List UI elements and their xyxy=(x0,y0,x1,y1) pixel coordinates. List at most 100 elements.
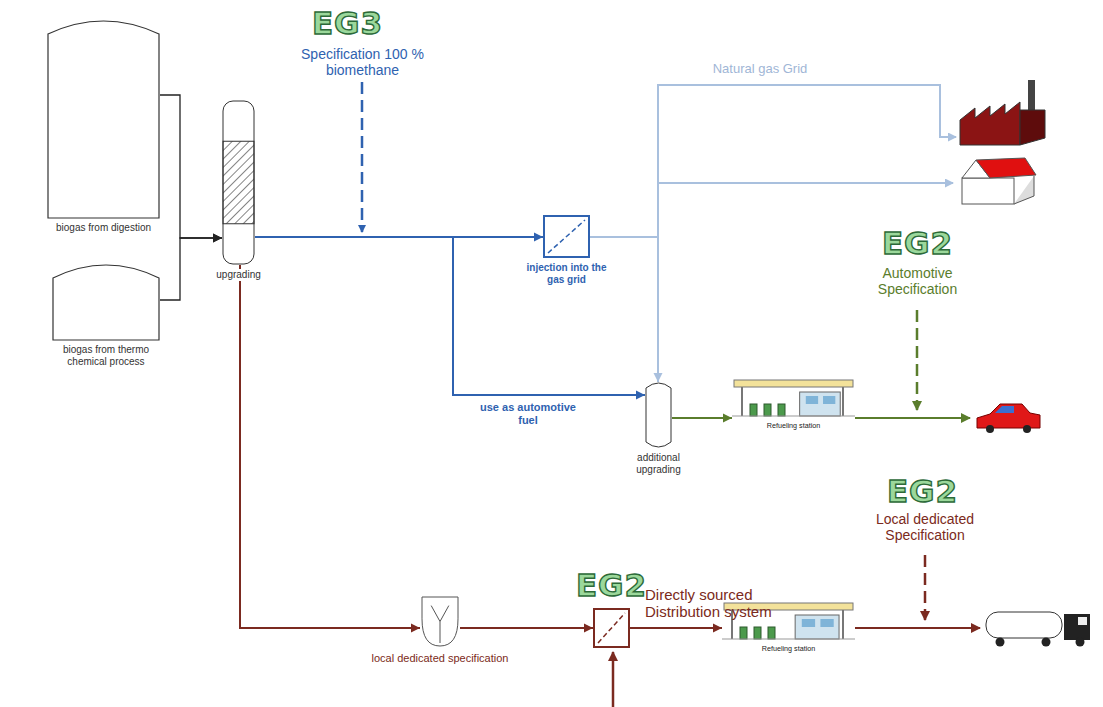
grid-line xyxy=(658,182,953,184)
house-icon xyxy=(962,158,1036,204)
tank-outline xyxy=(48,21,159,218)
house-wall xyxy=(962,178,1014,204)
fuel-pump xyxy=(754,627,761,639)
supply-note: Directly sourced Distribution system xyxy=(645,586,810,621)
node-label: injection into the gas grid xyxy=(522,262,612,285)
spec-arrow xyxy=(924,555,927,620)
injection-box-shape xyxy=(543,215,590,258)
station-shop xyxy=(800,392,841,416)
factory-icon xyxy=(960,80,1045,145)
factory-body xyxy=(960,102,1020,145)
membrane-line xyxy=(548,220,585,253)
node-label: Refueling station xyxy=(732,422,855,430)
distribution-box xyxy=(594,609,629,647)
grid-line xyxy=(658,85,956,238)
flow-connector xyxy=(460,624,593,633)
arrow-head xyxy=(213,234,222,243)
group-tag: EG3 xyxy=(300,6,395,42)
truck-window xyxy=(1078,617,1087,625)
station-post xyxy=(842,387,844,416)
fuel-line xyxy=(855,627,980,629)
flow-connector xyxy=(160,95,222,243)
house-side xyxy=(1014,176,1034,204)
fuel-pump xyxy=(768,627,775,639)
car-icon xyxy=(977,404,1040,433)
connector-line xyxy=(160,238,222,300)
node-label: biogas from thermo chemical process xyxy=(44,344,169,367)
arrow-head xyxy=(636,391,645,400)
refueling-station: Refueling station xyxy=(732,380,855,430)
arrow-head xyxy=(723,414,732,423)
truck-wheel xyxy=(1076,638,1085,647)
arrow-head xyxy=(213,234,222,243)
car-window xyxy=(995,406,1014,413)
truck-tank xyxy=(986,612,1062,638)
column-outline xyxy=(223,101,254,264)
arrow-head xyxy=(713,624,722,633)
membrane-line xyxy=(598,613,625,643)
distribution-box-shape xyxy=(593,608,630,648)
shop-window xyxy=(823,396,835,404)
digester-tank: biogas from digestion xyxy=(47,18,160,218)
supply-arrow xyxy=(612,652,615,707)
connector-line xyxy=(590,237,658,382)
edge-label: use as automotive fuel xyxy=(478,401,578,426)
house-roof xyxy=(976,158,1036,178)
station-ground xyxy=(722,639,855,640)
flow-connector xyxy=(672,414,732,423)
spec-note: Specification 100 % biomethane xyxy=(280,46,445,78)
spec-note: Local dedicated Specification xyxy=(850,511,1000,543)
truck-wheel xyxy=(996,638,1005,647)
spec-arrow xyxy=(361,82,364,232)
group-tag: EG2 xyxy=(870,226,965,262)
fuel-pump xyxy=(750,404,757,416)
upgrading-cylinder-shape xyxy=(645,382,672,448)
upgrading-column-shape xyxy=(222,100,255,265)
injection-box: injection into the gas grid xyxy=(543,215,590,258)
arrow-head xyxy=(534,233,543,242)
station-shop xyxy=(795,615,839,639)
shop-window xyxy=(806,396,818,404)
grid-label: Natural gas Grid xyxy=(700,62,820,77)
flow-connector xyxy=(590,237,663,382)
grid-lines xyxy=(658,85,956,238)
distribution-box: EG2 xyxy=(593,608,630,648)
car-wheel xyxy=(1023,425,1031,433)
vessel-outline xyxy=(422,597,458,646)
car-wheel xyxy=(986,425,994,433)
station-post xyxy=(842,610,844,639)
truck-icon xyxy=(986,612,1090,647)
dedicated-vessel-shape xyxy=(420,595,460,648)
dedicated-vessel: local dedicated specification xyxy=(420,595,460,648)
fuel-pump xyxy=(740,627,747,639)
connector-line xyxy=(460,627,593,629)
spec-note: Automotive Specification xyxy=(855,265,980,297)
arrow-head xyxy=(584,624,593,633)
station-roof xyxy=(734,380,853,387)
car-body xyxy=(977,404,1040,428)
node-label: local dedicated specification xyxy=(365,652,515,665)
connector-line xyxy=(240,265,420,628)
upgrading-cylinder: additional upgrading xyxy=(645,382,672,448)
chimney xyxy=(1028,80,1035,112)
upgrading-column: upgrading xyxy=(222,100,255,265)
digester-tank-shape xyxy=(47,18,160,218)
flow-connector xyxy=(255,237,645,400)
flow-connector xyxy=(160,234,222,301)
node-label: Refueling station xyxy=(722,645,855,653)
arrow-head xyxy=(411,624,420,633)
flow-connector xyxy=(630,624,722,633)
cylinder-outline xyxy=(646,383,671,447)
factory-side xyxy=(1020,110,1045,145)
station-ground xyxy=(732,416,855,417)
truck-cab xyxy=(1064,614,1090,640)
column-packing xyxy=(223,141,254,224)
station-post xyxy=(741,387,743,416)
tank-outline xyxy=(53,265,159,340)
node-label: biogas from digestion xyxy=(39,222,169,234)
fuel-pump xyxy=(778,404,785,416)
connector-line xyxy=(160,95,222,238)
spec-arrow xyxy=(916,310,919,410)
